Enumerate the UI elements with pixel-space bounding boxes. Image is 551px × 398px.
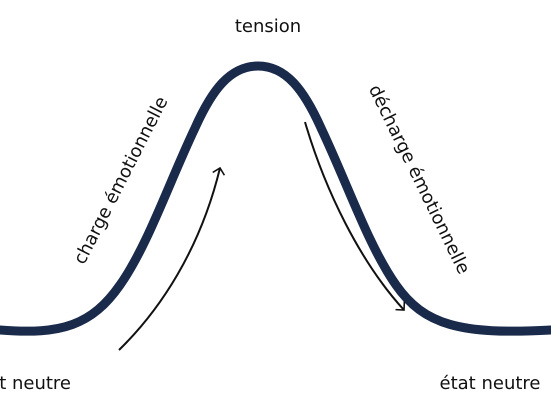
left-state-label: état neutre [0,373,71,394]
peak-label: tension [235,16,301,37]
falling-arrow [304,121,406,311]
rise-label: charge émotionnelle [70,93,173,268]
bell-curve [0,61,551,336]
rising-arrow [118,166,226,351]
fall-label: décharge émotionnelle [364,82,474,278]
right-state-label: état neutre [440,373,541,394]
